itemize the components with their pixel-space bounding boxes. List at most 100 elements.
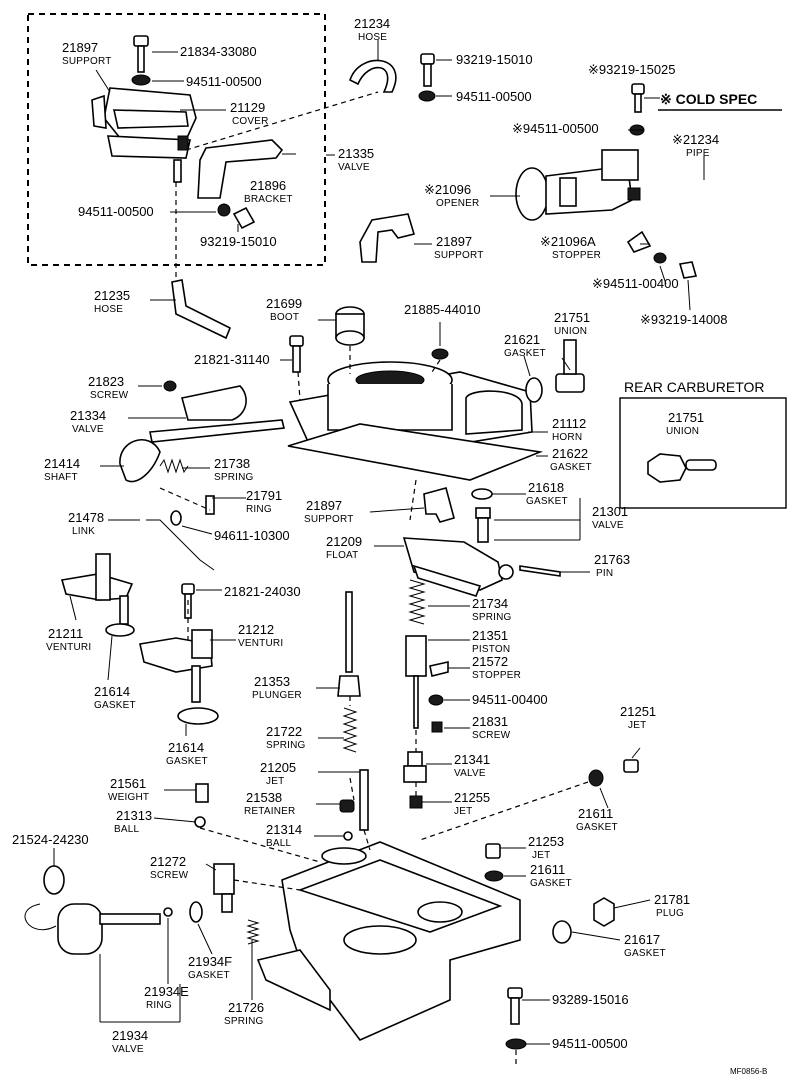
callout-number: 21751	[668, 410, 704, 425]
rear-carburetor-box	[619, 397, 787, 509]
callout-name: PISTON	[472, 644, 510, 655]
callout-number: 94511-00500	[456, 89, 532, 104]
callout-number: 21313	[116, 808, 152, 823]
callout-number: ※94511-00400	[592, 276, 679, 291]
callout-number: 21414	[44, 456, 80, 471]
callout-name: COVER	[232, 116, 269, 127]
spring-21722	[342, 707, 358, 753]
callout-number: ※21096A	[540, 234, 596, 249]
callout-name: OPENER	[436, 198, 479, 209]
callout-name: RING	[146, 1000, 172, 1011]
jet-21251	[623, 759, 639, 773]
gasket-21618	[471, 488, 493, 500]
boot-21699	[335, 306, 365, 346]
part-21885-44010	[431, 348, 449, 360]
washer-94511-00500-b	[217, 203, 231, 217]
washer-94511-00400-cold	[653, 252, 667, 264]
callout-number: 21781	[654, 892, 690, 907]
stopper-21572	[429, 661, 449, 677]
plunger-21353	[337, 591, 361, 697]
callout-name: PIPE	[686, 148, 710, 159]
spring-21726	[246, 919, 260, 945]
callout-number: 21726	[228, 1000, 264, 1015]
retainer-21538	[339, 799, 355, 813]
callout-number: 21934E	[144, 984, 189, 999]
callout-number: 21885-44010	[404, 302, 481, 317]
callout-number: 21335	[338, 146, 374, 161]
callout-name: GASKET	[576, 822, 618, 833]
callout-number: 21112	[552, 416, 586, 431]
valve-21301	[475, 507, 491, 543]
callout-number: 21763	[594, 552, 630, 567]
gasket-21934f	[189, 901, 203, 923]
cold-spec-label: ※ COLD SPEC	[660, 91, 757, 107]
support-21897-a	[359, 213, 416, 263]
link-21478	[146, 519, 215, 571]
callout-number: 94611-10300	[214, 528, 290, 543]
callout-number: 21738	[214, 456, 250, 471]
screw-93219-15025	[631, 83, 645, 113]
callout-number: 21614	[94, 684, 130, 699]
callout-number: ※93219-14008	[640, 312, 728, 327]
callout-name: UNION	[554, 326, 587, 337]
callout-name: GASKET	[550, 462, 592, 473]
callout-number: 21791	[246, 488, 282, 503]
ring-21934e	[163, 907, 173, 917]
callout-number: 21897	[62, 40, 98, 55]
callout-name: VALVE	[338, 162, 370, 173]
callout-number: 21205	[260, 760, 296, 775]
screw-93219-15010-a	[232, 206, 256, 230]
callout-name: BOOT	[270, 312, 299, 323]
callout-name: PLUG	[656, 908, 684, 919]
callout-number: 21621	[504, 332, 540, 347]
union-21751	[555, 339, 585, 393]
callout-name: SUPPORT	[434, 250, 484, 261]
callout-number: 21821-24030	[224, 584, 301, 599]
callout-name: SUPPORT	[62, 56, 112, 67]
gasket-21621	[525, 377, 543, 403]
gasket-21611-a	[588, 769, 604, 787]
callout-number: 94511-00500	[186, 74, 262, 89]
callout-name: FLOAT	[326, 550, 358, 561]
callout-number: 21561	[110, 776, 146, 791]
callout-number: 21272	[150, 854, 186, 869]
callout-name: SCREW	[472, 730, 511, 741]
ring-21791	[205, 495, 215, 515]
spring-21734	[408, 579, 426, 625]
jet-21253	[485, 843, 501, 859]
callout-name: GASKET	[530, 878, 572, 889]
callout-name: LINK	[72, 526, 95, 537]
callout-name: JET	[266, 776, 284, 787]
screw-21834-33080	[133, 35, 149, 73]
callout-name: SPRING	[472, 612, 512, 623]
callout-name: GASKET	[624, 948, 666, 959]
gasket-21617	[552, 920, 572, 944]
washer-94511-00500-d	[505, 1038, 527, 1050]
callouts: 21897 SUPPORT 21834-33080 94511-00500 21…	[12, 16, 728, 1055]
callout-name: HOSE	[94, 304, 123, 315]
valve-21334	[181, 385, 247, 421]
gasket-21611-b	[484, 870, 504, 882]
callout-number: ※94511-00500	[512, 121, 599, 136]
ball-21313	[194, 816, 206, 828]
screw-21272	[213, 863, 235, 913]
callout-name: BALL	[266, 838, 292, 849]
callout-number: 21821-31140	[194, 352, 270, 367]
screw-21823	[163, 380, 177, 392]
screw-21821-24030	[181, 583, 195, 619]
callout-name: JET	[628, 720, 646, 731]
callout-number: 21251	[620, 704, 656, 719]
callout-number: 93219-15010	[200, 234, 277, 249]
callout-name: SPRING	[214, 472, 254, 483]
callout-number: 21334	[70, 408, 106, 423]
rear-carburetor-label: REAR CARBURETOR	[624, 379, 765, 395]
screw-93219-14008	[678, 261, 698, 279]
washer-94511-00500-a	[131, 74, 151, 86]
piston-21351	[405, 635, 427, 729]
callout-name: GASKET	[504, 348, 546, 359]
callout-name: VALVE	[454, 768, 486, 779]
callout-name: UNION	[666, 426, 699, 437]
callout-number: 21253	[528, 834, 564, 849]
callout-name: JET	[532, 850, 550, 861]
